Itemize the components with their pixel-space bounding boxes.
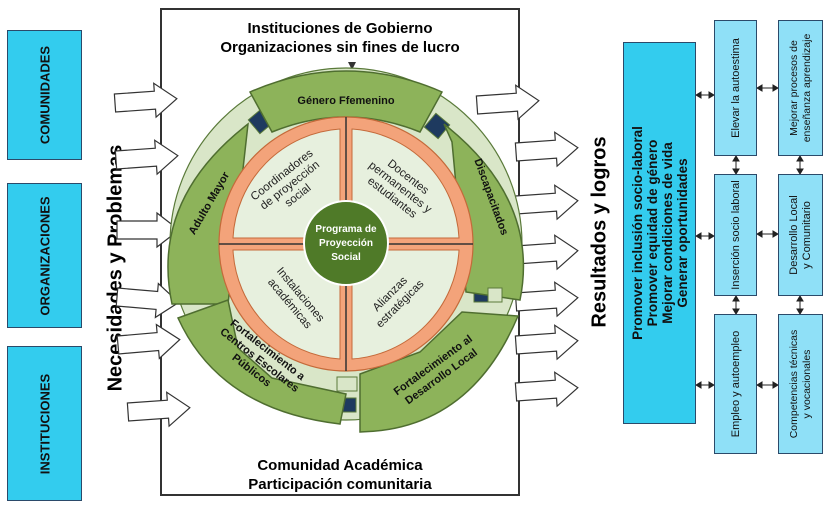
pointer-marker xyxy=(348,62,356,70)
quadrant-top-right xyxy=(351,128,460,239)
right-title: Resultados y logros xyxy=(588,136,611,328)
results-line-1: Promover inclusión socio-laboral xyxy=(629,126,645,340)
right-arrow-2 xyxy=(514,130,580,170)
right-arrow-4 xyxy=(514,233,580,273)
connector-arrowheads xyxy=(732,155,740,175)
outcome-mejorar-procesos-line-1: Mejorar procesos de xyxy=(787,40,800,136)
segment-bottom-left xyxy=(176,299,347,425)
outcome-elevar-autoestima: Elevar la autoestima xyxy=(714,20,757,156)
connector-block xyxy=(423,112,451,140)
box-comunidades: COMUNIDADES xyxy=(7,30,82,160)
center-circle xyxy=(303,200,389,286)
connector-arrowheads xyxy=(796,155,804,175)
outcome-insercion-socio-laboral: Inserción socio laboral xyxy=(714,174,757,296)
segment-top xyxy=(248,70,444,133)
outcome-mejorar-procesos: Mejorar procesos de enseñanza aprendizaj… xyxy=(778,20,823,156)
right-arrow-7 xyxy=(514,370,580,410)
outcome-elevar-autoestima-label: Elevar la autoestima xyxy=(729,38,742,138)
connector-arrowheads xyxy=(756,84,779,92)
right-arrow-1 xyxy=(475,83,541,123)
outcome-empleo-autoempleo: Empleo y autoempleo xyxy=(714,314,757,454)
connector-arrowheads xyxy=(695,381,715,389)
outcome-desarrollo-local-line-2: y Comunitario xyxy=(800,201,813,269)
outcome-mejorar-procesos-label: Mejorar procesos de enseñanza aprendizaj… xyxy=(788,34,814,143)
segment-bottom-right xyxy=(359,311,520,433)
outcome-insercion-label: Inserción socio laboral xyxy=(729,180,742,290)
bottom-text-2: Participación comunitaria xyxy=(248,476,432,493)
results-line-3: Mejorar condiciones de vida xyxy=(659,142,675,324)
connector-arrowheads xyxy=(796,295,804,315)
left-arrow-6 xyxy=(126,390,192,430)
bottom-text-1: Comunidad Académica xyxy=(257,457,423,474)
segment-top-label: Género Ffemenino xyxy=(297,95,394,107)
right-arrow-5 xyxy=(514,280,580,320)
connector-arrowheads xyxy=(695,91,715,99)
results-text: Promover inclusión socio-laboral Promove… xyxy=(630,126,690,340)
left-arrow-5 xyxy=(115,322,182,363)
connector-arrowheads xyxy=(756,230,779,238)
outcome-competencias-line-1: Competencias técnicas xyxy=(787,329,800,439)
outcome-desarrollo-local-line-1: Desarrollo Local xyxy=(787,195,800,275)
results-line-2: Promover equidad de género xyxy=(644,139,660,327)
box-instituciones: INSTITUCIONES xyxy=(7,346,82,501)
left-arrow-1 xyxy=(113,81,179,121)
outcome-competencias-line-2: y vocacionales xyxy=(800,349,813,419)
connector-arrowheads xyxy=(732,295,740,315)
center-line-3: Social xyxy=(331,252,361,263)
ring-gap xyxy=(487,287,503,303)
outcome-competencias-label: Competencias técnicas y vocacionales xyxy=(788,330,814,439)
center-line-2: Proyección xyxy=(319,238,373,249)
outcome-desarrollo-local-label: Desarrollo Local y Comunitario xyxy=(788,195,814,274)
quadrant-bottom-right xyxy=(351,249,460,360)
connector-arrowheads xyxy=(695,232,715,240)
center-line-1: Programa de xyxy=(315,224,377,235)
connector-arrowheads xyxy=(756,381,779,389)
top-text-2: Organizaciones sin fines de lucro xyxy=(220,39,460,56)
results-line-4: Generar oportunidades xyxy=(674,158,690,308)
outcome-competencias: Competencias técnicas y vocacionales xyxy=(778,314,823,454)
outcome-empleo-label: Empleo y autoempleo xyxy=(729,330,742,438)
outcome-desarrollo-local: Desarrollo Local y Comunitario xyxy=(778,174,823,296)
results-box: Promover inclusión socio-laboral Promove… xyxy=(623,42,696,424)
box-organizaciones: ORGANIZACIONES xyxy=(7,183,82,328)
top-text-1: Instituciones de Gobierno xyxy=(247,20,433,37)
outcome-mejorar-procesos-line-2: enseñanza aprendizaje xyxy=(800,33,813,143)
right-arrow-3 xyxy=(514,183,580,223)
quadrant-bottom-left xyxy=(232,249,341,360)
quadrant-top-left xyxy=(232,128,341,239)
left-arrow-2 xyxy=(114,138,180,178)
right-arrow-6 xyxy=(514,323,580,363)
ring-gap xyxy=(336,376,358,392)
